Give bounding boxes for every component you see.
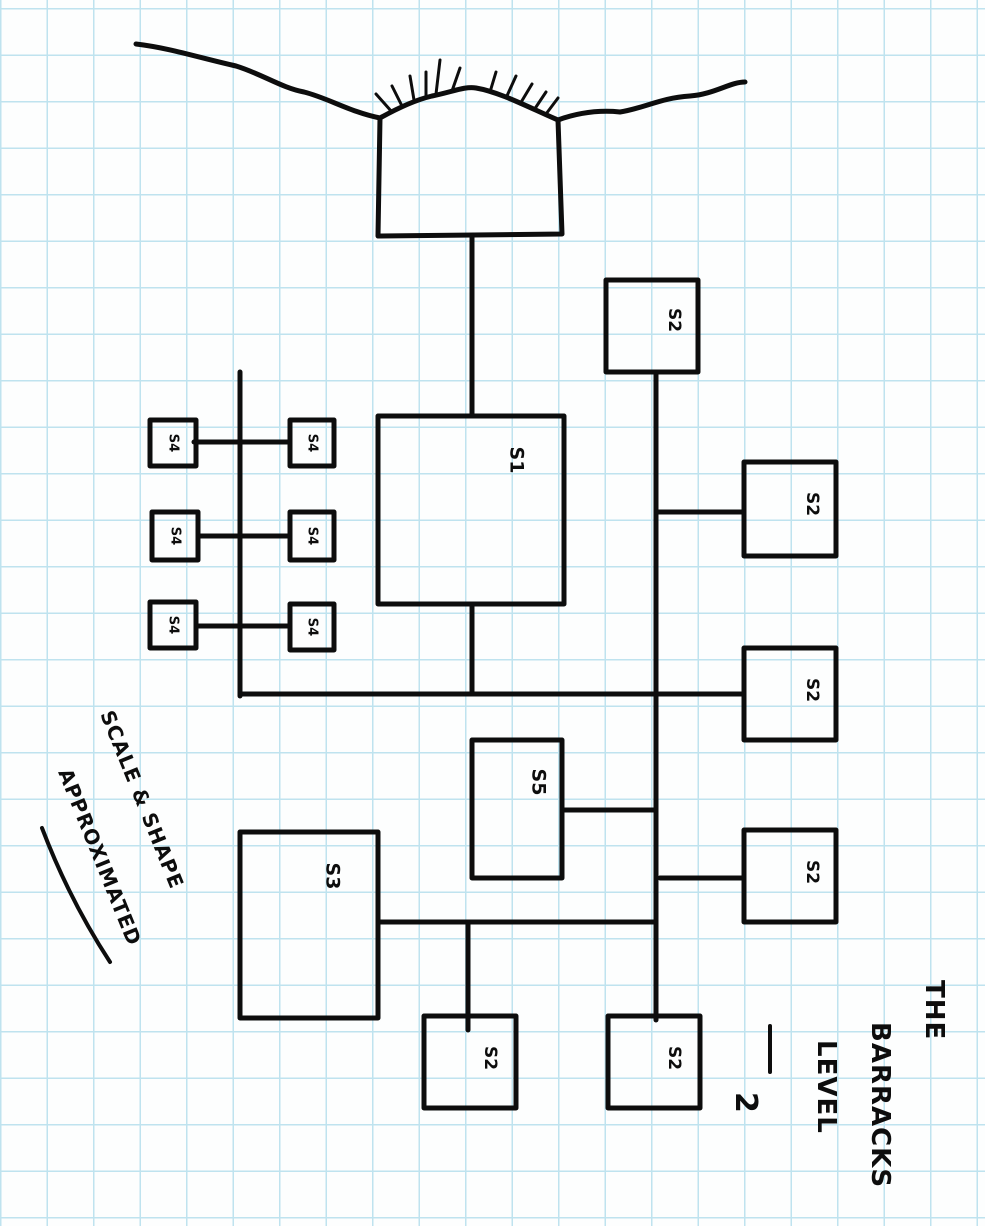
room-entrance (375, 117, 565, 239)
room-s2-label: S2 (480, 1046, 500, 1070)
room-s2 (741, 645, 839, 743)
room-s2-label: S2 (802, 678, 822, 702)
room-s3 (237, 829, 381, 1021)
room-s4 (147, 417, 199, 469)
title-line-2: BARRACKS (865, 1022, 895, 1188)
title-block: THE BARRACKS LEVEL 2 (728, 980, 949, 1188)
room-s1-label: S1 (506, 447, 528, 474)
room-s4 (287, 509, 337, 563)
room-s2-label: S2 (664, 308, 684, 332)
room-s5-label: S5 (528, 769, 550, 796)
surface-terrain (133, 41, 748, 123)
room-s3-label: S3 (322, 863, 344, 890)
room-s4-label: S4 (305, 618, 320, 636)
scale-note: SCALE & SHAPE APPROXIMATED (40, 707, 189, 964)
scale-note-underline (40, 826, 112, 964)
level-number: 2 (728, 1092, 763, 1114)
room-s4 (287, 601, 337, 653)
room-s2 (421, 1013, 519, 1111)
room-s2-label: S2 (664, 1046, 684, 1070)
room-s4-label: S4 (168, 527, 183, 545)
room-s2 (605, 1013, 703, 1111)
corridors (191, 233, 747, 1033)
room-s4-label: S4 (166, 434, 181, 452)
title-line-3: LEVEL (811, 1040, 841, 1134)
room-s1 (375, 413, 567, 607)
room-s4 (287, 417, 337, 469)
room-s4 (149, 509, 201, 563)
room-s4-label: S4 (305, 434, 320, 452)
room-s4-label: S4 (166, 616, 181, 634)
room-s5 (469, 737, 565, 881)
room-s4 (147, 599, 199, 651)
room-s2-label: S2 (802, 492, 822, 516)
room-s2 (741, 459, 839, 559)
room-s2-label: S2 (802, 860, 822, 884)
room-s2 (741, 827, 839, 925)
title-line-1: THE (919, 980, 949, 1040)
room-s2 (603, 277, 701, 375)
room-s4-label: S4 (305, 527, 320, 545)
